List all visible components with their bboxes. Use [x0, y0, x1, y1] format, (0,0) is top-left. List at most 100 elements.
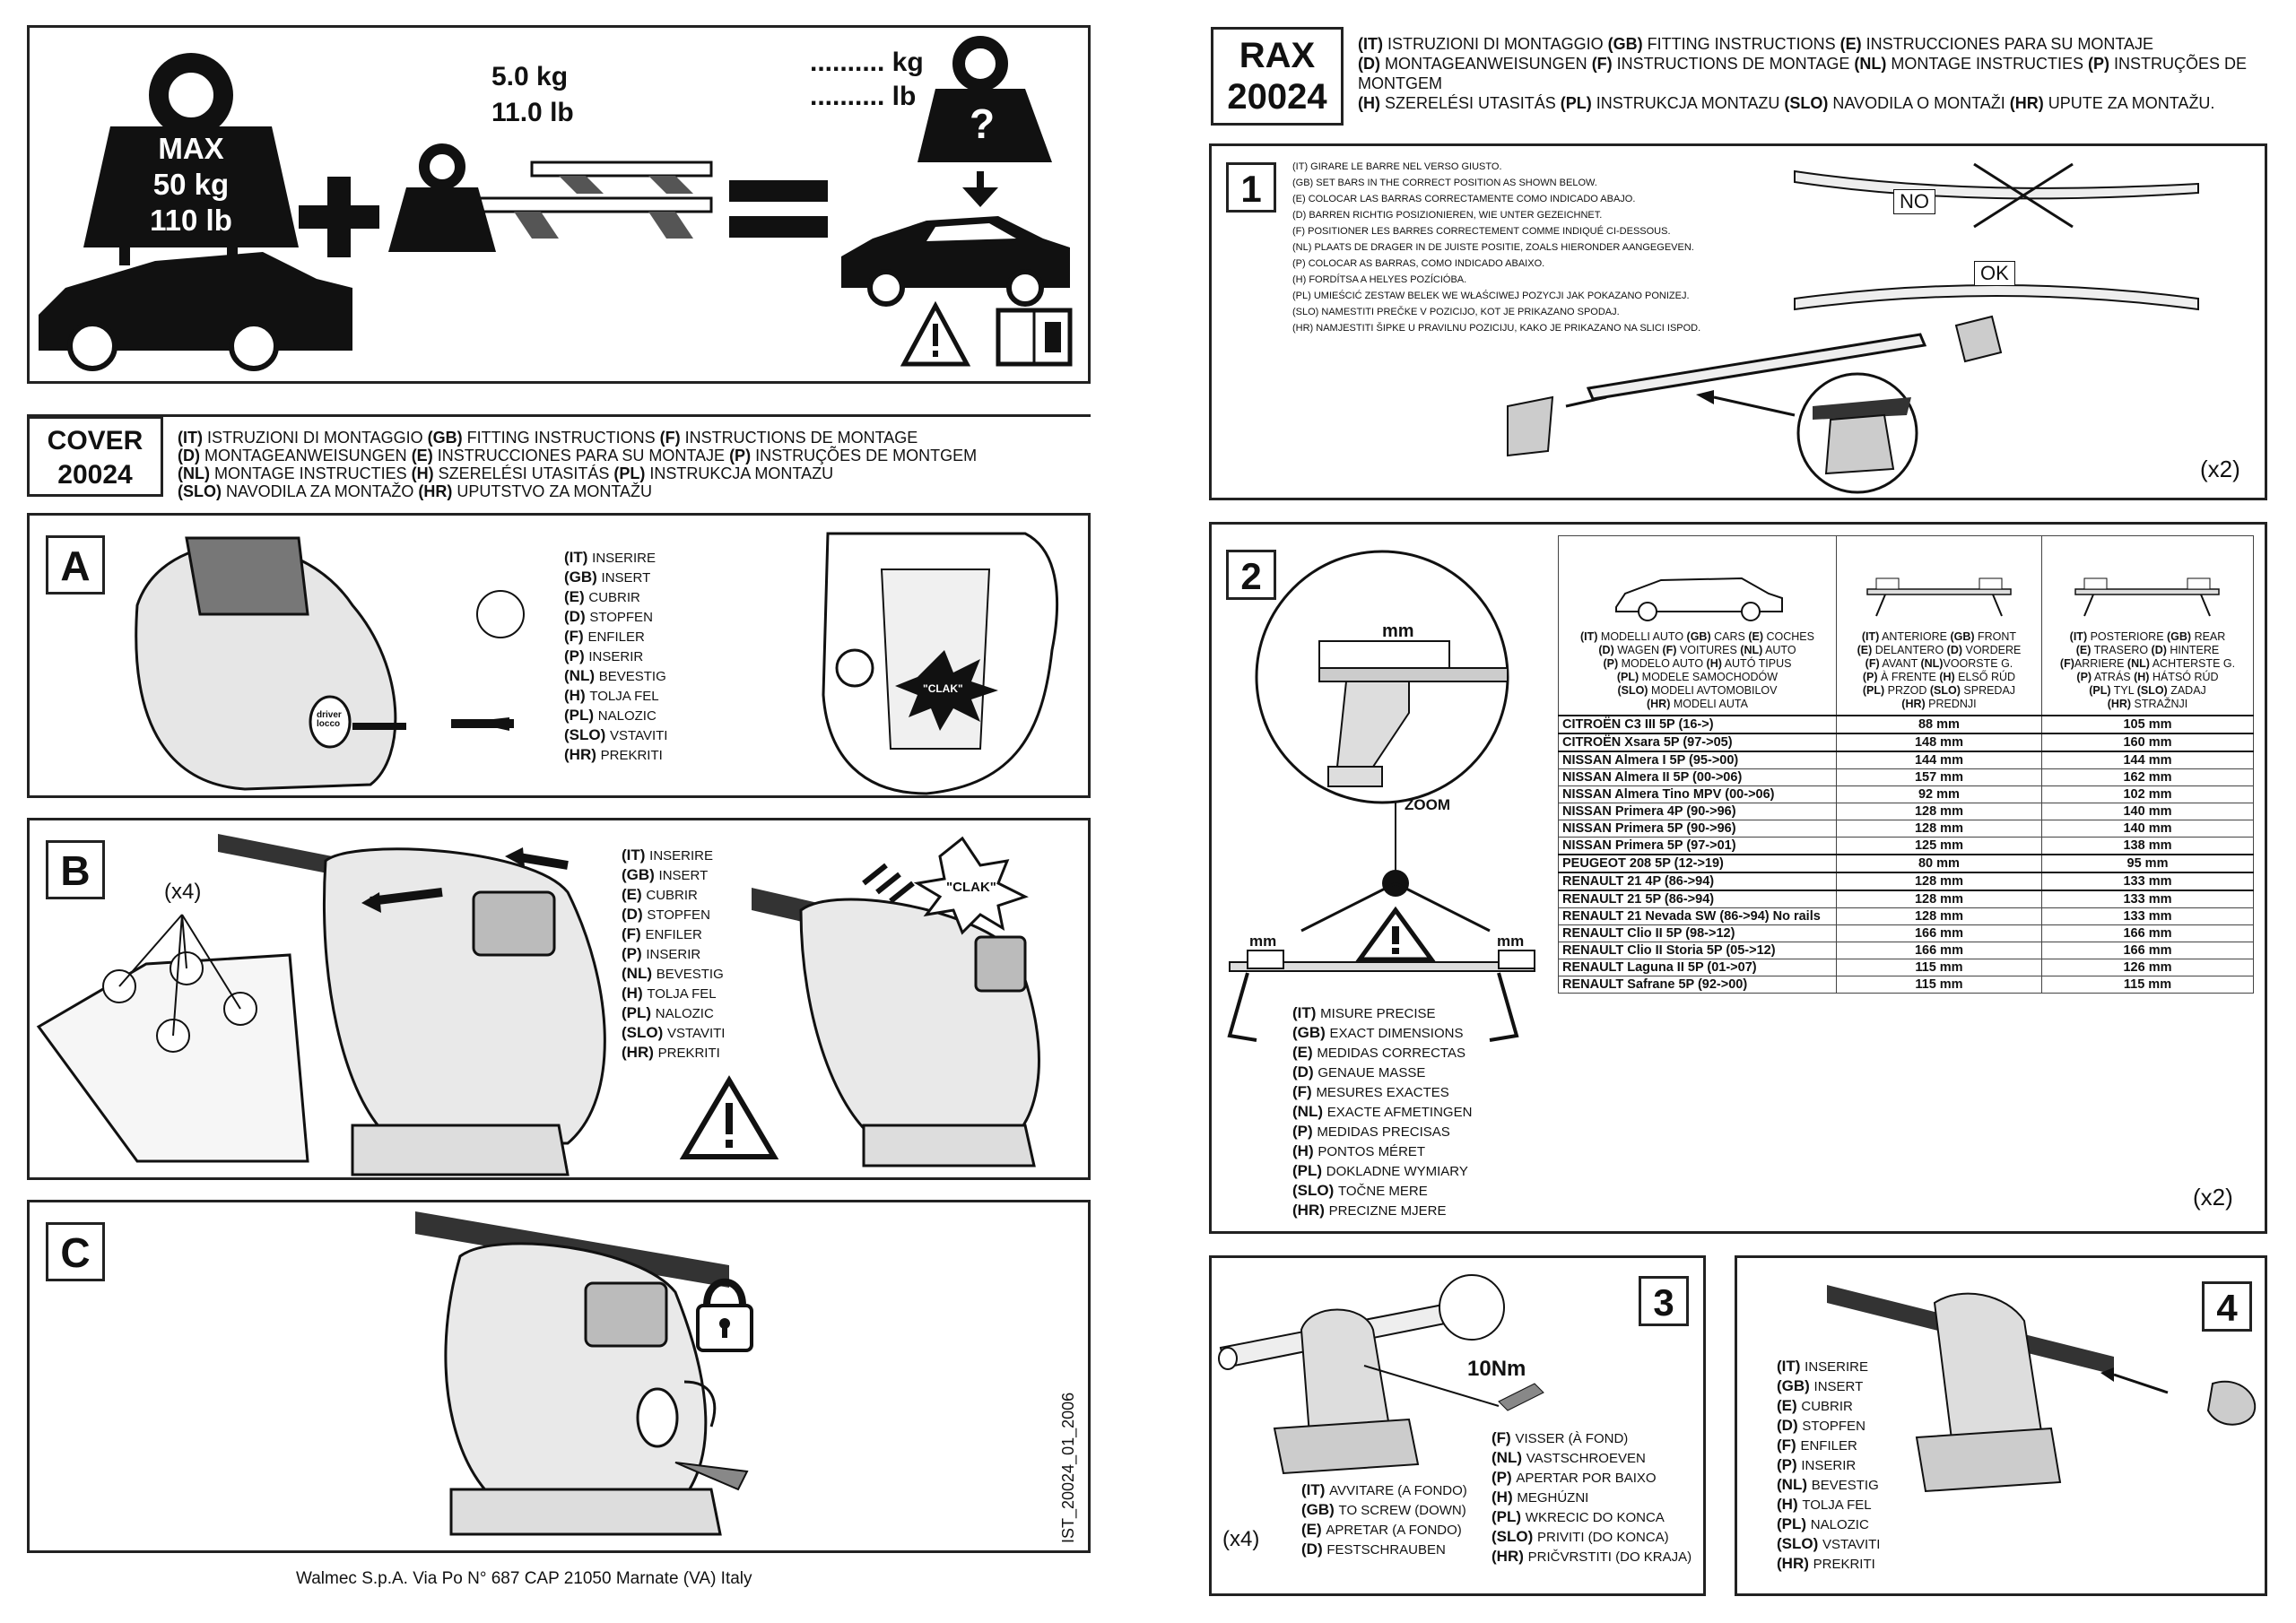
lang-code: (IT): [622, 846, 650, 864]
lang-code: (NL): [564, 667, 599, 684]
hdr-cars-line: (PL) MODELE SAMOCHODÓW: [1562, 671, 1832, 684]
lang-code: (NL): [1292, 242, 1315, 253]
rear-distance: 144 mm: [2040, 751, 2255, 769]
lang-text: À FRENTE: [1877, 670, 1940, 683]
lang-code: (IT): [1580, 629, 1598, 643]
rear-distance: 102 mm: [2040, 785, 2255, 803]
lang-code: (PL): [1862, 683, 1885, 697]
lang-text: INSTRUCTIONS DE MONTAGE: [680, 429, 918, 447]
lang-code: (SLO): [1784, 94, 1829, 112]
lang-word: APRETAR (A FONDO): [1326, 1523, 1462, 1538]
lang-code: (PL): [1616, 670, 1639, 683]
hdr-cars-line: (IT) MODELLI AUTO (GB) CARS (E) COCHES: [1562, 630, 1832, 644]
step1-instr-item: (IT) GIRARE LE BARRE NEL VERSO GIUSTO.: [1292, 159, 1700, 175]
insert-4-item: (HR) PREKRITI: [1777, 1554, 1880, 1574]
insert-b-item: (P) INSERIR: [622, 944, 725, 964]
lang-text: TYL: [2110, 683, 2137, 697]
lang-code: (P): [1292, 1123, 1318, 1140]
insert-4-item: (E) CUBRIR: [1777, 1396, 1880, 1416]
measure-item: (HR) PRECIZNE MJERE: [1292, 1201, 1472, 1220]
table-row: RENAULT Clio II Storia 5P (05->12)166 mm…: [1558, 941, 2255, 959]
lang-code: (H): [622, 985, 648, 1002]
rear-distance: 162 mm: [2040, 768, 2255, 786]
step-1: 1 (IT) GIRARE LE BARRE NEL VERSO GIUSTO.…: [1209, 143, 2267, 500]
lang-code: (GB): [1950, 629, 1975, 643]
screw-left-item: (E) APRETAR (A FONDO): [1301, 1520, 1467, 1540]
lang-word: VSTAVITI: [667, 1026, 726, 1041]
lang-word: MEDIDAS PRECISAS: [1317, 1124, 1450, 1140]
rear-distance: 133 mm: [2040, 890, 2255, 908]
lang-text: VOORSTE G.: [1943, 656, 2013, 670]
insert-b-item: (E) CUBRIR: [622, 885, 725, 905]
lang-text: AVANT: [1879, 656, 1921, 670]
lang-word: NAMESTITI PREČKE V POZICIJO, KOT JE PRIK…: [1321, 307, 1620, 317]
step-3-count: (x4): [1222, 1527, 1260, 1551]
hdr-front-line: (E) DELANTERO (D) VORDERE: [1840, 644, 2038, 657]
no-label: NO: [1893, 189, 1935, 214]
measure-item: (NL) EXACTE AFMETINGEN: [1292, 1102, 1472, 1122]
insert-4-item: (D) STOPFEN: [1777, 1416, 1880, 1436]
rear-distance: 133 mm: [2040, 871, 2255, 891]
lang-code: (SLO): [1292, 1182, 1338, 1199]
car-model: NISSAN Almera I 5P (95->00): [1558, 751, 1837, 769]
rear-distance: 126 mm: [2040, 958, 2255, 976]
insert-a-item: (PL) NALOZIC: [564, 706, 667, 725]
lang-code: (F): [1591, 55, 1613, 73]
hdr-front-line: (P) À FRENTE (H) ELSŐ RÚD: [1840, 671, 2038, 684]
rax-title-box: RAX 20024: [1211, 27, 1344, 126]
car-model: PEUGEOT 208 5P (12->19): [1558, 853, 1837, 873]
lang-text: MODELO AUTO: [1618, 656, 1707, 670]
lang-code: (H): [1939, 670, 1955, 683]
lang-word: AVVITARE (A FONDO): [1329, 1483, 1467, 1498]
clak-a: "CLAK": [923, 682, 963, 695]
lang-word: VSTAVITI: [610, 728, 668, 743]
lang-word: PLAATS DE DRAGER IN DE JUISTE POSITIE, Z…: [1314, 242, 1694, 253]
lang-code: (HR): [2107, 697, 2132, 710]
lang-text: MONTAGEANWEISUNGEN: [200, 447, 412, 464]
step-2: 2 mm ZOOM mm mm (IT) MISURE PRECISE(GB) …: [1209, 522, 2267, 1234]
lang-text: ANTERIORE: [1879, 629, 1951, 643]
lang-word: GENAUE MASSE: [1318, 1065, 1426, 1081]
screw-right-item: (PL) WKRECIC DO KONCA: [1492, 1507, 1692, 1527]
insert-list-a: (IT) INSERIRE(GB) INSERT(E) CUBRIR(D) ST…: [564, 548, 667, 765]
lang-code: (F): [622, 925, 646, 942]
rear-distance: 95 mm: [2040, 853, 2255, 873]
lang-code: (HR): [564, 746, 601, 763]
insert-a-item: (D) STOPFEN: [564, 607, 667, 627]
lang-code: (IT): [1861, 629, 1880, 643]
lang-word: INSERT: [601, 570, 651, 586]
lang-text: FITTING INSTRUCTIONS: [1642, 35, 1840, 53]
lang-code: (E): [1857, 643, 1873, 656]
car-model: RENAULT Safrane 5P (92->00): [1558, 975, 1837, 994]
lang-text: AUTO: [1762, 643, 1796, 656]
lang-code: (F): [1492, 1429, 1516, 1446]
lang-code: (P): [1292, 258, 1309, 269]
lang-code: (PL): [1560, 94, 1592, 112]
lang-code: (D): [1358, 55, 1380, 73]
lang-code: (E): [2075, 643, 2092, 656]
step1-instr-item: (H) FORDÍTSA A HELYES POZÍCIÓBA.: [1292, 272, 1700, 288]
lang-text: MODELI AUTA: [1670, 697, 1748, 710]
lang-text: WAGEN: [1613, 643, 1663, 656]
hdr-cars-line: (P) MODELO AUTO (H) AUTÓ TIPUS: [1562, 657, 1832, 671]
insert-b-item: (IT) INSERIRE: [622, 846, 725, 865]
lang-code: (GB): [427, 429, 463, 447]
lang-text: MODELI AVTOMOBILOV: [1648, 683, 1778, 697]
brand-badge-a: driver locco: [317, 711, 342, 729]
screw-down-icon: [1218, 1274, 1544, 1475]
lang-word: POSITIONER LES BARRES CORRECTEMENT COMME…: [1308, 226, 1671, 237]
lang-code: (GB): [1777, 1377, 1814, 1394]
car-model: NISSAN Almera Tino MPV (00->06): [1558, 785, 1837, 803]
lang-code: (NL): [1777, 1476, 1812, 1493]
measure-item: (GB) EXACT DIMENSIONS: [1292, 1023, 1472, 1043]
insert-b-item: (D) STOPFEN: [622, 905, 725, 924]
end-cap-icon: [1827, 1285, 2257, 1493]
lang-code: (HR): [1777, 1555, 1813, 1572]
lang-word: CUBRIR: [646, 888, 698, 903]
lang-word: BEVESTIG: [1811, 1478, 1879, 1493]
lang-text: AUTÓ TIPUS: [1721, 656, 1792, 670]
